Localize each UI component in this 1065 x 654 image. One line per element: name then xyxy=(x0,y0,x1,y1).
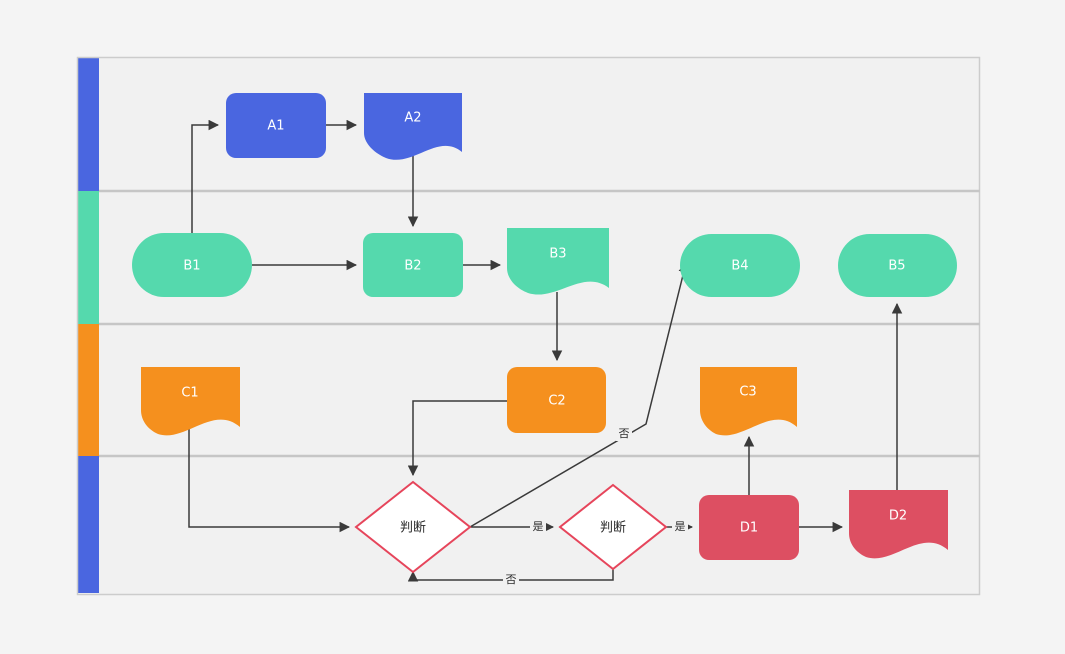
node-a2-label: A2 xyxy=(404,111,421,126)
node-decision-1-shape[interactable] xyxy=(354,480,472,574)
node-d2-shape[interactable] xyxy=(849,490,948,559)
edge-label-yes-1-text: 是 xyxy=(533,520,544,533)
node-c1-shape[interactable] xyxy=(141,367,240,436)
node-d2[interactable]: D2 xyxy=(849,490,948,559)
edge-c2-dec1 xyxy=(407,400,507,477)
node-b3-shape[interactable] xyxy=(507,228,609,295)
node-c2-shape[interactable] xyxy=(507,367,606,433)
edge-label-yes-1-bg xyxy=(530,518,546,534)
node-b4[interactable]: B4 xyxy=(680,234,800,297)
node-b5-shape[interactable] xyxy=(838,234,957,297)
lane-color-bars xyxy=(78,58,99,593)
node-b5[interactable]: B5 xyxy=(838,234,957,297)
edge-label-yes-2-bg xyxy=(672,518,688,534)
node-b3[interactable]: B3 xyxy=(507,228,609,295)
node-b5-label: B5 xyxy=(888,259,905,274)
edge-label-no-1-bg xyxy=(616,425,632,441)
node-decision-1[interactable]: 判断 xyxy=(354,480,472,574)
diagram-frame xyxy=(76,56,981,596)
node-d1-label: D1 xyxy=(740,521,758,536)
edge-label-no-2-bg xyxy=(503,571,519,587)
node-d2-label: D2 xyxy=(889,509,907,524)
node-c2[interactable]: C2 xyxy=(507,367,606,433)
node-b2-shape[interactable] xyxy=(363,233,463,297)
edge-b1-a1 xyxy=(191,119,220,233)
node-b3-label: B3 xyxy=(549,247,566,262)
node-d1[interactable]: D1 xyxy=(699,495,799,560)
node-d1-shape[interactable] xyxy=(699,495,799,560)
node-b2[interactable]: B2 xyxy=(363,233,463,297)
node-c2-label: C2 xyxy=(548,394,565,409)
node-decision-2-label: 判断 xyxy=(600,521,626,536)
edge-dec1-b4 xyxy=(469,261,689,528)
edge-label-no-2-text: 否 xyxy=(506,573,517,586)
node-b2-label: B2 xyxy=(404,259,421,274)
lane-bar-d[interactable] xyxy=(78,456,99,593)
node-a1-label: A1 xyxy=(267,119,284,134)
node-decision-1-label: 判断 xyxy=(400,521,426,536)
node-a2-shape[interactable] xyxy=(364,93,462,160)
edge-label-no-2: 否 xyxy=(503,571,519,587)
edge-labels-layer: 否 是 是 否 xyxy=(503,425,688,587)
node-b1[interactable]: B1 xyxy=(132,233,252,297)
node-decision-2-shape[interactable] xyxy=(558,483,668,571)
lane-bar-c[interactable] xyxy=(78,324,99,456)
node-a2[interactable]: A2 xyxy=(364,93,462,160)
edge-label-yes-2: 是 xyxy=(672,518,688,534)
node-c3-label: C3 xyxy=(739,385,756,400)
edge-label-no-1-text: 否 xyxy=(619,427,630,440)
edge-label-yes-2-text: 是 xyxy=(675,520,686,533)
edge-c1-dec1 xyxy=(188,424,351,533)
node-decision-2[interactable]: 判断 xyxy=(558,483,668,571)
node-b4-label: B4 xyxy=(731,259,748,274)
node-a1[interactable]: A1 xyxy=(226,93,326,158)
node-a1-shape[interactable] xyxy=(226,93,326,158)
node-c3-shape[interactable] xyxy=(700,367,797,436)
nodes-layer: A1 A2 B1 B2 B3 xyxy=(132,93,957,574)
node-b1-label: B1 xyxy=(183,259,200,274)
lane-bar-b[interactable] xyxy=(78,191,99,324)
node-c3[interactable]: C3 xyxy=(700,367,797,436)
node-c1[interactable]: C1 xyxy=(141,367,240,436)
frame-and-dividers xyxy=(76,56,981,596)
node-b4-shape[interactable] xyxy=(680,234,800,297)
node-c1-label: C1 xyxy=(181,386,198,401)
edge-label-no-1: 否 xyxy=(616,425,632,441)
edge-label-yes-1: 是 xyxy=(530,518,546,534)
node-b1-shape[interactable] xyxy=(132,233,252,297)
lane-bar-a[interactable] xyxy=(78,58,99,191)
